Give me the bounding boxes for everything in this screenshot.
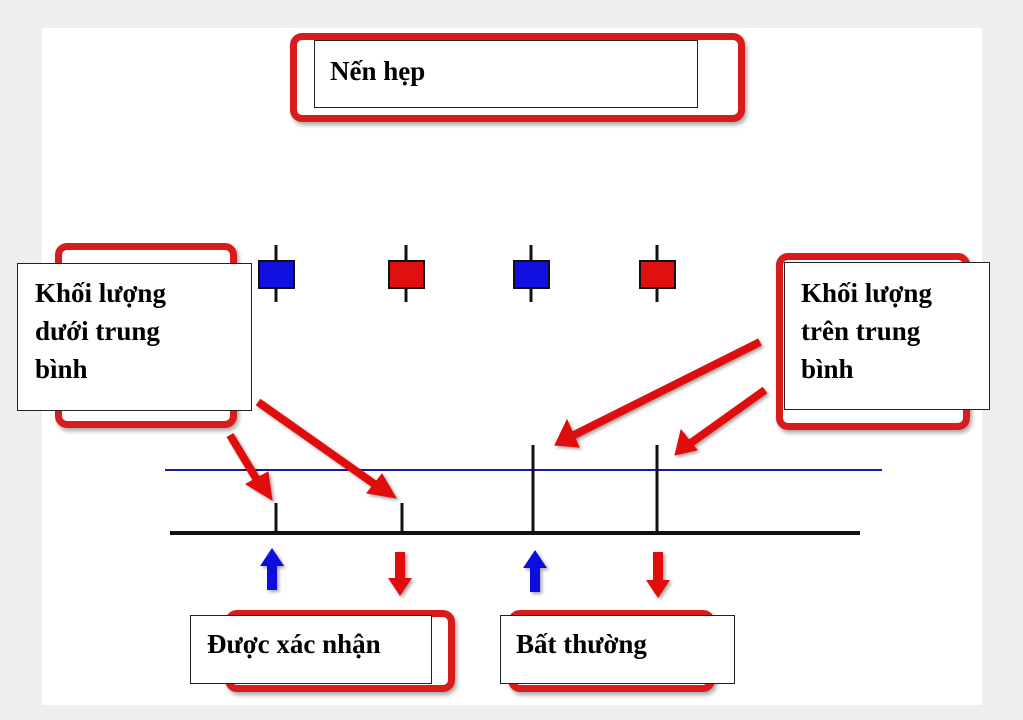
label-line: trên trung xyxy=(801,316,921,346)
label-line: Khối lượng xyxy=(801,278,932,308)
arrow-down-icon xyxy=(388,552,412,596)
label-line: bình xyxy=(35,354,88,384)
title-box xyxy=(314,40,698,108)
left-callout-label: Khối lượng dưới trung bình xyxy=(35,274,166,388)
candle-4 xyxy=(639,245,676,302)
label-line: Khối lượng xyxy=(35,278,166,308)
candle-2 xyxy=(388,245,425,302)
right-callout-label: Khối lượng trên trung bình xyxy=(801,274,932,388)
arrow-up-icon xyxy=(260,548,284,590)
pointer-arrow-1 xyxy=(226,432,273,501)
title-label: Nến hẹp xyxy=(330,56,426,86)
left-callout-box xyxy=(17,263,252,411)
bottom-left-box xyxy=(190,615,432,684)
candle-1 xyxy=(258,245,295,302)
right-callout-box xyxy=(784,262,990,410)
arrow-up-icon xyxy=(523,550,547,592)
pointer-arrow-2 xyxy=(255,398,397,499)
bottom-left-label: Được xác nhận xyxy=(207,629,381,659)
pointer-arrow-4 xyxy=(674,386,768,456)
bottom-right-box xyxy=(500,615,735,684)
arrow-down-icon xyxy=(646,552,670,598)
pointer-arrow-3 xyxy=(554,338,762,448)
label-line: bình xyxy=(801,354,854,384)
label-line: dưới trung xyxy=(35,316,160,346)
bottom-right-label: Bất thường xyxy=(516,629,647,659)
candle-3 xyxy=(513,245,550,302)
